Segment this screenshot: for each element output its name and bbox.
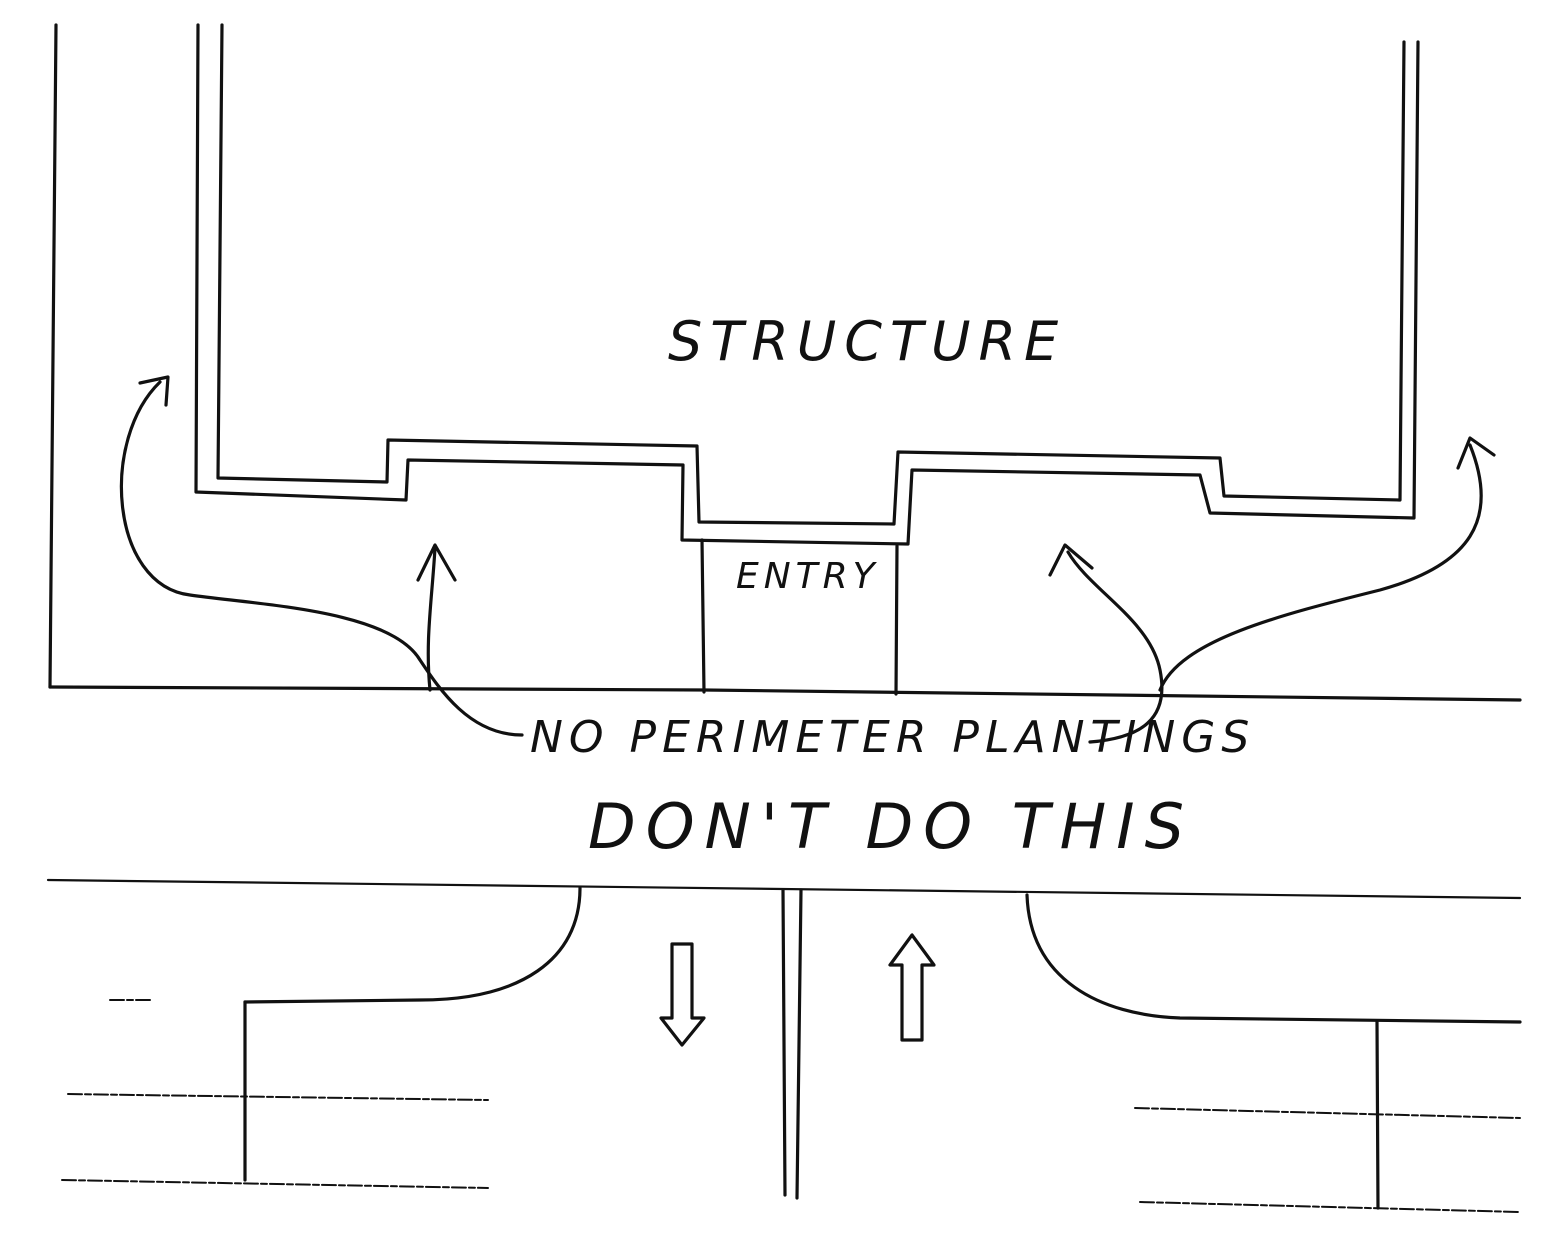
down-arrow-shape (659, 942, 706, 1047)
arrowhead-left (416, 543, 457, 582)
street (46, 878, 1522, 1200)
hollow-up-arrow-icon (888, 933, 936, 1042)
building-outer-wall (194, 23, 1420, 546)
structure-label: STRUCTURE (668, 310, 1066, 373)
building-inner-wall (216, 23, 1406, 526)
lot-left-edge (48, 23, 58, 689)
curb-return-left (243, 886, 582, 1004)
building-walls (194, 23, 1420, 546)
dont-do-this-label: DON'T DO THIS (588, 790, 1194, 863)
callout-curve-far-right (1158, 443, 1483, 692)
median-right-edge (795, 888, 803, 1200)
entry-label: ENTRY (736, 556, 880, 597)
hollow-down-arrow-icon (659, 942, 706, 1047)
no-perimeter-plantings-label: NO PERIMETER PLANTINGS (530, 712, 1255, 763)
lot-front-edge (48, 685, 1522, 702)
callout-curve-left (426, 546, 437, 692)
up-arrow-shape (888, 933, 936, 1042)
callout-curve-right (1066, 550, 1164, 744)
entry-walk-left-edge (700, 538, 706, 694)
parking-left-line-2 (61, 1179, 489, 1189)
callout-arrows (119, 375, 1496, 744)
curb-return-right (1025, 893, 1522, 1024)
parking-left-line-1 (67, 1093, 489, 1101)
entry-walk (700, 538, 899, 696)
callout-curve-far-left (119, 380, 524, 737)
parking-right (1134, 1020, 1521, 1213)
arrowhead-far-right (1456, 436, 1496, 470)
parking-right-line-1 (1134, 1107, 1521, 1119)
parking-right-line-2 (1139, 1201, 1521, 1213)
parking-left (61, 999, 489, 1189)
arrowhead-far-left (138, 375, 170, 407)
median-left-edge (781, 888, 787, 1197)
arrowhead-right (1048, 543, 1094, 577)
entry-walk-right-edge (894, 544, 899, 696)
